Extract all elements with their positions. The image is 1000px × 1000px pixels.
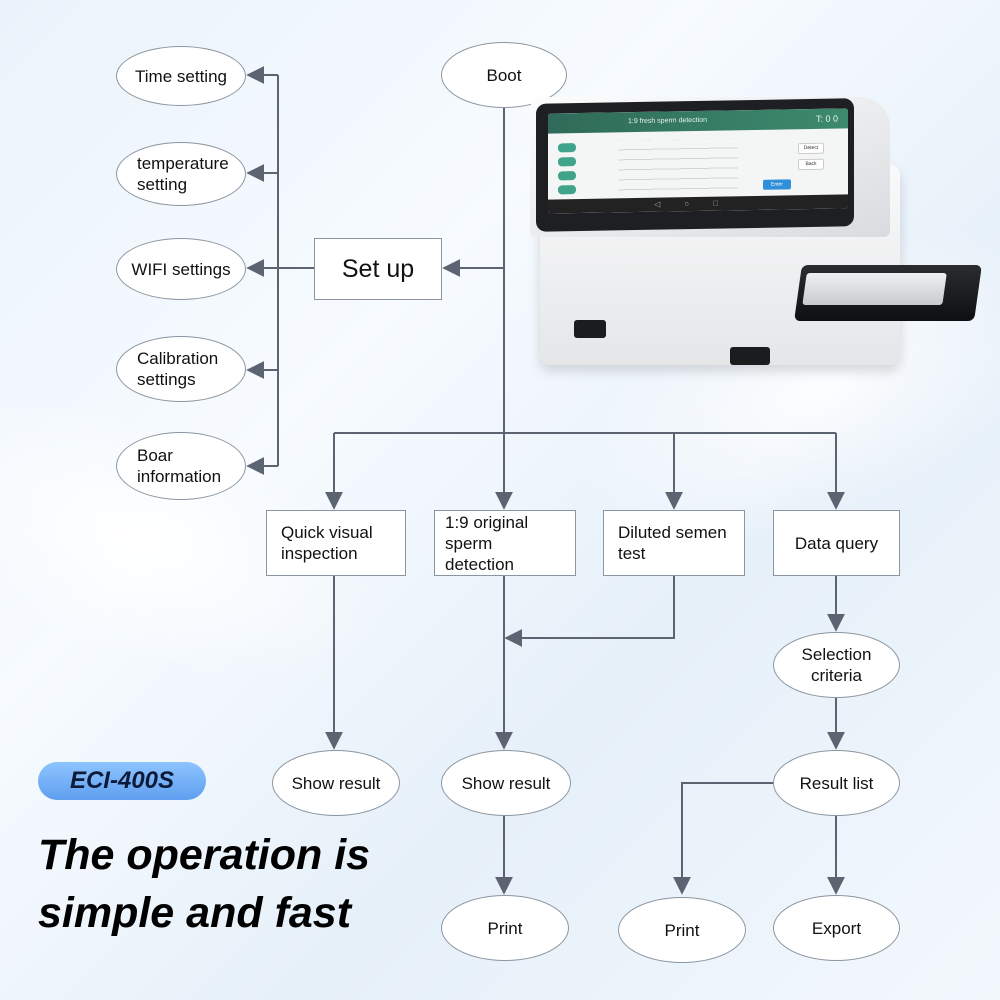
- calibration-settings-label: Calibration settings: [137, 349, 219, 389]
- device-back-button: Back: [798, 158, 824, 171]
- calibration-settings-node: Calibration settings: [116, 336, 246, 402]
- boar-information-label: Boar information: [137, 446, 222, 486]
- print-node-2: Print: [618, 897, 746, 963]
- quick-visual-inspection-label: Quick visual inspection: [281, 523, 373, 563]
- set-up-label: Set up: [341, 254, 415, 283]
- device-screen-navbar: ◁○□: [548, 194, 848, 214]
- set-up-node: Set up: [314, 238, 442, 300]
- print-label-1: Print: [487, 918, 523, 938]
- device-screen-frame: 1:9 fresh sperm detection T: 0 0 Detect …: [536, 98, 854, 232]
- device-enter-button: Enter: [763, 179, 791, 190]
- device-top: 1:9 fresh sperm detection T: 0 0 Detect …: [530, 97, 890, 237]
- temperature-setting-node: temperature setting: [116, 142, 246, 206]
- line-result-list-to-print: [673, 782, 774, 895]
- quick-visual-inspection-node: Quick visual inspection: [266, 510, 406, 576]
- print-label-2: Print: [664, 920, 700, 940]
- device-screen-form: [618, 138, 738, 201]
- boot-label: Boot: [486, 65, 522, 85]
- show-result-label-2: Show result: [461, 773, 551, 793]
- export-label: Export: [811, 918, 862, 938]
- line-diluted-merge: [504, 576, 675, 647]
- export-node: Export: [773, 895, 900, 961]
- time-setting-label: Time setting: [135, 66, 227, 86]
- device-detect-button: Detect: [798, 142, 824, 155]
- device-screen-time: T: 0 0: [815, 113, 838, 124]
- show-result-node-1: Show result: [272, 750, 400, 816]
- boar-information-node: Boar information: [116, 432, 246, 500]
- show-result-label-1: Show result: [291, 773, 381, 793]
- result-list-label: Result list: [799, 773, 874, 793]
- device-screen: 1:9 fresh sperm detection T: 0 0 Detect …: [548, 108, 848, 214]
- wifi-settings-label: WIFI settings: [131, 259, 231, 279]
- device-screen-icon-4: [558, 185, 576, 195]
- device-foot-left: [574, 320, 606, 338]
- device-screen-icon-2: [558, 157, 576, 167]
- device-drawer-tray: [802, 273, 947, 305]
- wifi-settings-node: WIFI settings: [116, 238, 246, 300]
- selection-criteria-node: Selection criteria: [773, 632, 900, 698]
- analyzer-device-image: 1:9 fresh sperm detection T: 0 0 Detect …: [530, 95, 990, 375]
- diluted-semen-test-node: Diluted semen test: [603, 510, 745, 576]
- data-query-label: Data query: [794, 533, 879, 553]
- temperature-setting-label: temperature setting: [137, 154, 229, 194]
- show-result-node-2: Show result: [441, 750, 571, 816]
- device-screen-title: 1:9 fresh sperm detection: [548, 108, 848, 134]
- model-badge: ECI-400S: [38, 762, 206, 800]
- device-sample-drawer: [794, 265, 982, 321]
- print-node-1: Print: [441, 895, 569, 961]
- result-list-node: Result list: [773, 750, 900, 816]
- time-setting-node: Time setting: [116, 46, 246, 106]
- device-foot-right: [730, 347, 770, 365]
- diluted-semen-test-label: Diluted semen test: [618, 523, 727, 563]
- original-sperm-detection-node: 1:9 original sperm detection: [434, 510, 576, 576]
- original-sperm-detection-label: 1:9 original sperm detection: [445, 512, 529, 574]
- data-query-node: Data query: [773, 510, 900, 576]
- selection-criteria-label: Selection criteria: [801, 645, 872, 685]
- tagline: The operation is simple and fast: [38, 831, 371, 937]
- device-screen-icon-1: [558, 143, 576, 153]
- device-screen-icon-3: [558, 171, 576, 181]
